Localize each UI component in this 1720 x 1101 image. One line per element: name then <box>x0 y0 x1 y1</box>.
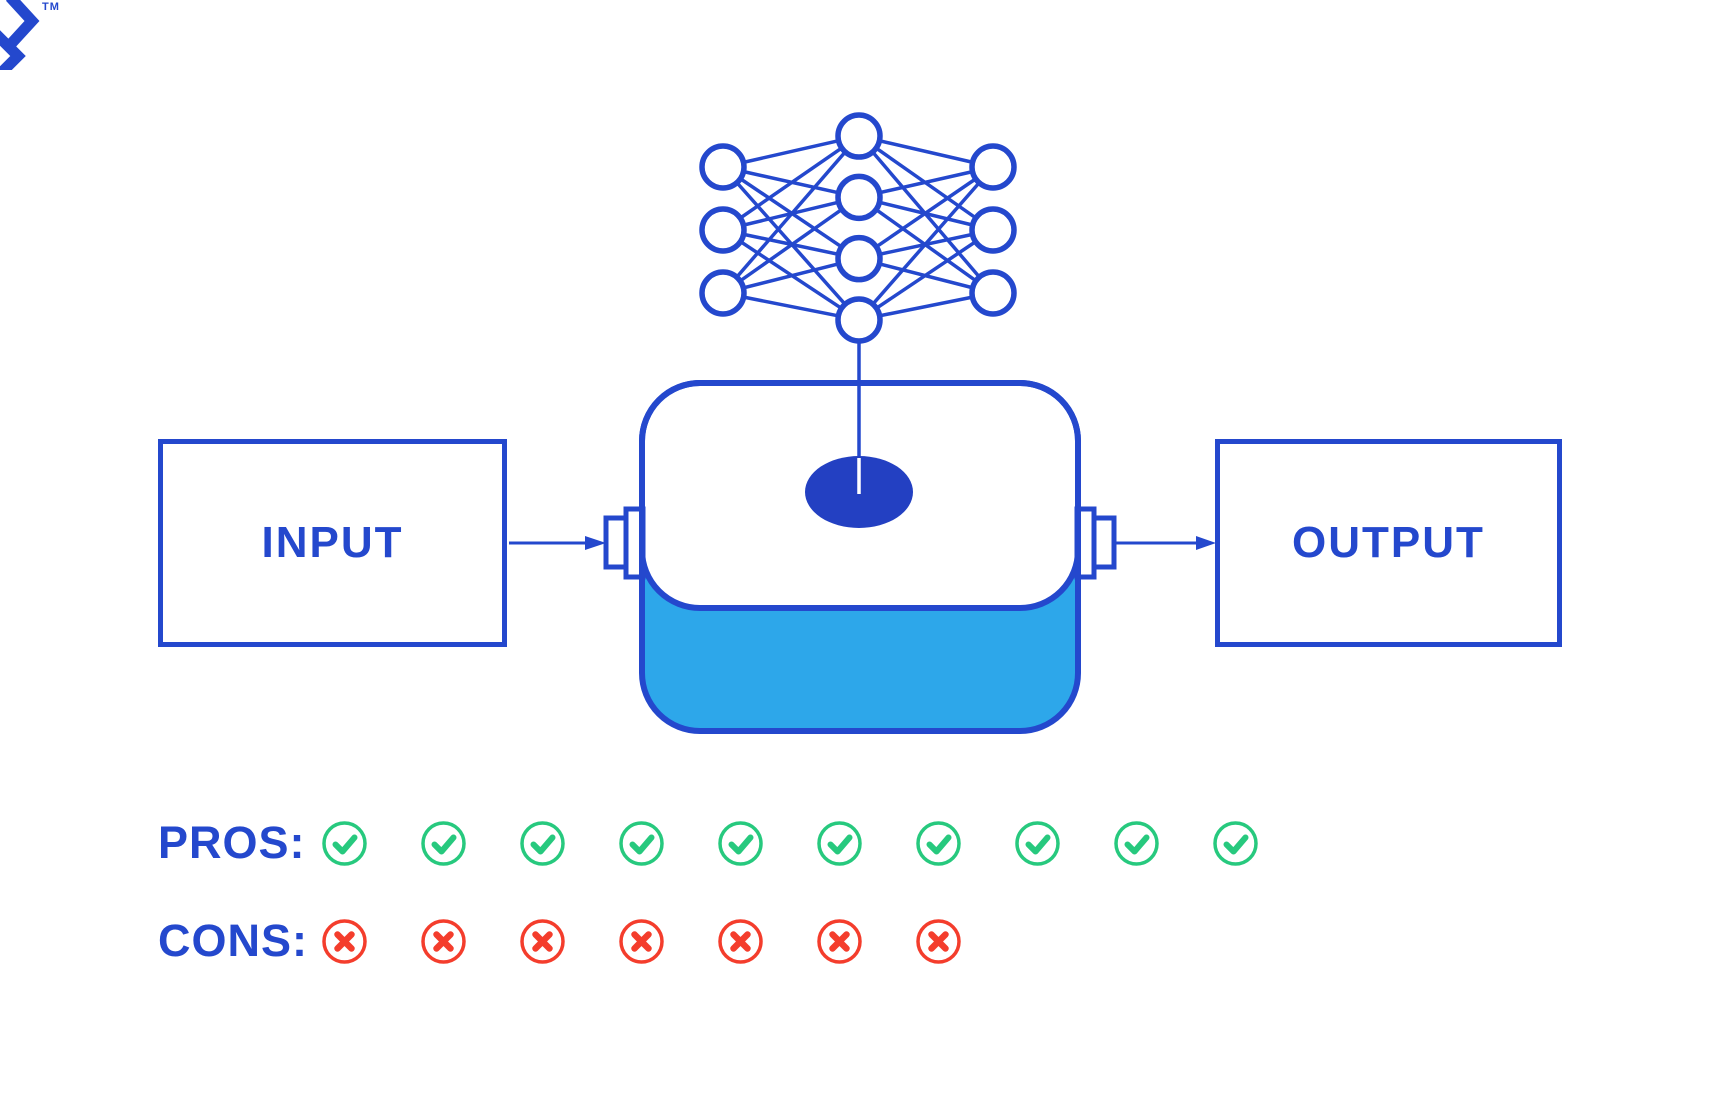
nn-connection <box>857 165 995 322</box>
nn-connection <box>721 134 861 295</box>
x-circle-icon <box>519 918 565 964</box>
x-circle-icon <box>321 918 367 964</box>
neural-network-links <box>721 134 995 322</box>
nn-connection <box>858 228 994 322</box>
input-label: INPUT <box>261 518 404 567</box>
nn-neuron <box>835 234 883 283</box>
nn-neuron <box>835 296 883 344</box>
nn-connection <box>858 165 994 261</box>
input-port <box>603 506 646 580</box>
toptal-chevrons-icon <box>0 0 40 70</box>
check-circle-icon <box>816 820 862 866</box>
nn-neuron <box>969 269 1017 317</box>
check-circle-icon <box>1014 820 1060 866</box>
check-circle-icon <box>519 820 565 866</box>
nn-neuron <box>835 112 883 160</box>
check-circle-icon <box>1212 820 1258 866</box>
nn-neuron <box>699 206 747 254</box>
x-circle-icon <box>420 918 466 964</box>
check-circle-icon <box>717 820 763 866</box>
input-box: INPUT <box>158 439 507 647</box>
x-circle-icon <box>915 918 961 964</box>
output-box: OUTPUT <box>1215 439 1562 647</box>
output-port <box>1074 506 1117 580</box>
output-arrow <box>1114 536 1216 550</box>
check-circle-icon <box>1113 820 1159 866</box>
nn-neuron <box>699 143 747 191</box>
check-circle-icon <box>420 820 466 866</box>
neural-network-nodes <box>699 112 1017 344</box>
check-circle-icon <box>321 820 367 866</box>
x-circle-icon <box>717 918 763 964</box>
input-arrow <box>509 536 606 550</box>
nn-connection <box>722 134 860 232</box>
pros-label: PROS: <box>158 817 306 868</box>
nn-neuron <box>969 206 1017 254</box>
cons-label: CONS: <box>158 915 308 966</box>
x-circle-icon <box>816 918 862 964</box>
nn-connection <box>721 195 861 295</box>
x-circle-icon <box>618 918 664 964</box>
nn-neuron <box>699 269 747 317</box>
check-circle-icon <box>618 820 664 866</box>
check-circle-icon <box>915 820 961 866</box>
nn-neuron <box>969 143 1017 191</box>
trademark-label: TM <box>42 1 60 13</box>
output-label: OUTPUT <box>1292 518 1485 567</box>
nn-neuron <box>835 173 883 222</box>
toptal-logo: TM <box>0 0 80 70</box>
